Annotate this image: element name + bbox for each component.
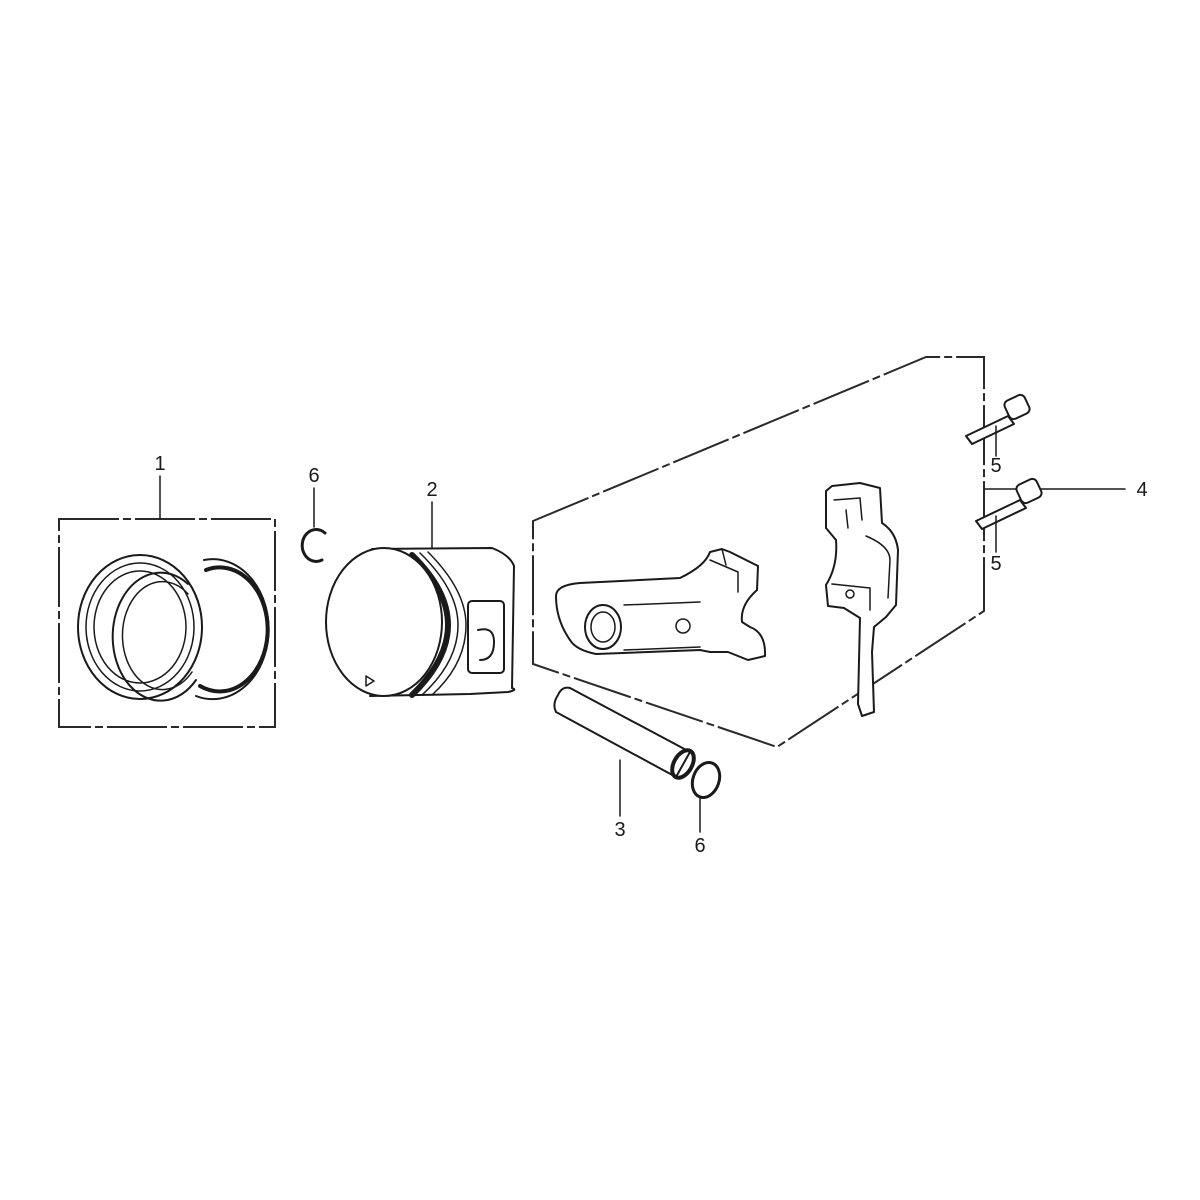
connecting-rod-assembly (532, 356, 1126, 749)
connecting-rod (555, 548, 767, 661)
callout-6-upper: 6 (308, 465, 319, 487)
callout-2: 2 (426, 479, 437, 501)
piston-ring-set (58, 475, 276, 728)
callout-4: 4 (1136, 479, 1147, 501)
callout-5-upper: 5 (990, 455, 1001, 477)
rod-bolt-lower (975, 477, 1043, 553)
piston (325, 501, 516, 698)
connecting-rod-cap (825, 482, 899, 717)
piston-pin-clip-upper (300, 487, 327, 563)
callout-6-lower: 6 (694, 835, 705, 857)
rod-bolt-upper (965, 393, 1031, 457)
piston-pin (553, 686, 696, 817)
callout-1: 1 (154, 453, 165, 475)
callout-5-lower: 5 (990, 553, 1001, 575)
ring-set-frame (58, 518, 276, 728)
piston-pin-clip-lower (690, 761, 722, 833)
callout-3: 3 (614, 819, 625, 841)
rod-kit-frame (532, 356, 985, 749)
